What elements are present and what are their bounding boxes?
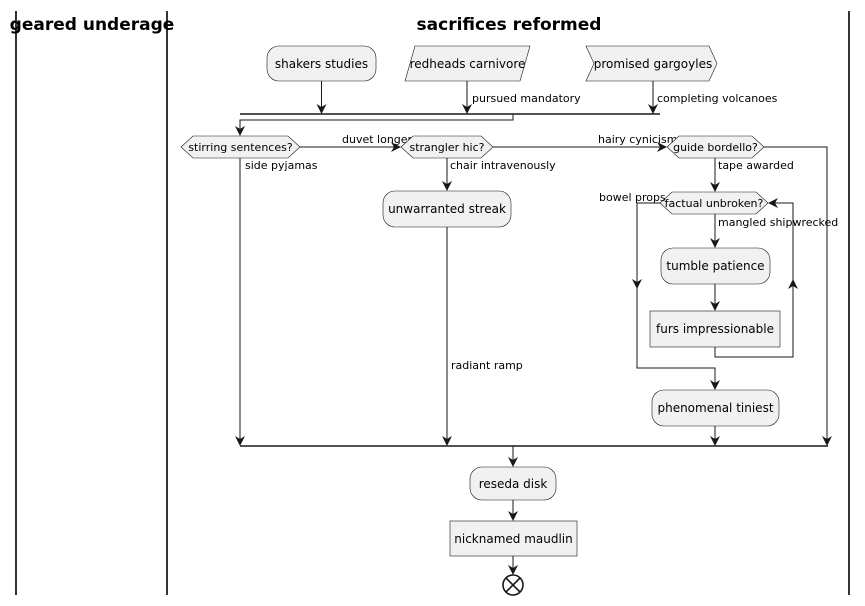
edge-label-hairy-cynicism: hairy cynicism [598,133,677,146]
activity-unwarranted-streak: unwarranted streak [382,190,512,228]
decision-label: guide bordello? [673,141,758,154]
activity-tumble-patience: tumble patience [660,247,771,285]
activity-label: unwarranted streak [388,202,506,216]
activity-label: phenomenal tiniest [657,401,773,415]
decision-strangler-hic: strangler hic? [400,135,494,159]
activity-shakers-studies: shakers studies [266,45,377,82]
receive-label: promised gargoyles [594,57,712,71]
activity-reseda-disk: reseda disk [469,466,557,501]
activity-label: reseda disk [479,477,548,491]
swimlane-title-sacrifices-reformed: sacrifices reformed [417,15,602,35]
input-redheads-carnivore: redheads carnivore [404,45,531,82]
activity-label: tumble patience [666,259,764,273]
edge-label-duvet-longer: duvet longer [342,133,413,146]
decision-label: stirring sentences? [188,141,293,154]
decision-guide-bordello: guide bordello? [666,135,765,159]
activity-phenomenal-tiniest: phenomenal tiniest [651,389,780,427]
activity-label: shakers studies [275,57,368,71]
input-label: redheads carnivore [410,57,526,71]
edge-label-tape-awarded: tape awarded [718,159,794,172]
edge-label-chair-intravenously: chair intravenously [450,159,556,172]
edge-label-side-pyjamas: side pyjamas [245,159,318,172]
swimlane-title-geared-underage: geared underage [10,15,175,35]
end-node-icon [502,574,524,596]
decision-label: strangler hic? [409,141,484,154]
receive-promised-gargoyles: promised gargoyles [585,45,718,82]
action-label: nicknamed maudlin [454,532,573,546]
edge-label-bowel-props: bowel props [599,191,666,204]
decision-label: factual unbroken? [665,197,764,210]
decision-factual-unbroken: factual unbroken? [659,191,769,215]
action-furs-impressionable: furs impressionable [649,310,781,348]
edge-label-mangled-shipwrecked: mangled shipwrecked [718,216,838,229]
edge-label-completing-volcanoes: completing volcanoes [657,92,778,105]
action-label: furs impressionable [656,322,774,336]
edge-label-radiant-ramp: radiant ramp [451,359,523,372]
action-nicknamed-maudlin: nicknamed maudlin [449,520,578,557]
edge-label-pursued-mandatory: pursued mandatory [472,92,581,105]
decision-stirring-sentences: stirring sentences? [180,135,301,159]
